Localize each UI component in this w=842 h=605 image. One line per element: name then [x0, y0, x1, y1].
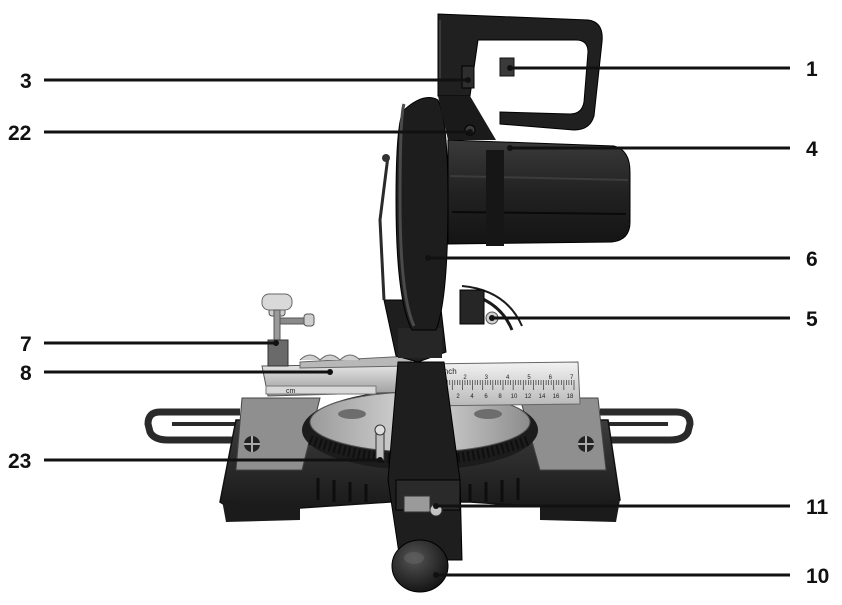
motor-seam: [449, 175, 629, 181]
guard-linkage: [378, 155, 390, 301]
motor-collar: [486, 150, 504, 246]
miter-detent-teeth: [308, 435, 532, 465]
callout-7: 7: [20, 333, 32, 356]
callout-4: 4: [806, 138, 818, 161]
callout-10: 10: [806, 565, 830, 588]
handle: [437, 13, 603, 140]
callout-11: 11: [806, 496, 829, 519]
motor-body: [447, 139, 631, 245]
saw-arm: [383, 285, 523, 363]
motor-seam-2: [451, 211, 627, 215]
left-cm-scale: [265, 385, 377, 395]
handle-neck: [438, 96, 496, 140]
left-foot: [222, 500, 300, 522]
inch-tick-label: 6: [549, 375, 553, 381]
leader-dots: [273, 65, 513, 578]
right-extension-arm: [600, 408, 694, 444]
left-clamp-knob-mark: [244, 436, 260, 452]
miter-lock-bracket: [403, 495, 431, 513]
base-ribs: [316, 478, 520, 502]
cm-tick-label: 14: [539, 394, 546, 400]
guard-linkage-pin: [382, 154, 390, 162]
cm-tick-label: 2: [456, 394, 460, 400]
callout-3: 3: [20, 70, 32, 93]
clamp-post: [267, 339, 289, 367]
callout-8: 8: [20, 362, 32, 385]
cm-tick-label: 18: [567, 394, 574, 400]
cm-tick-label: 16: [553, 394, 560, 400]
inch-tick-label: 4: [506, 375, 510, 381]
motor-housing: [447, 139, 631, 246]
callout-6: 6: [806, 248, 818, 271]
bevel-lock-housing: [459, 289, 485, 325]
cm-tick-label: 4: [470, 394, 474, 400]
hold-down-clamp: [261, 293, 315, 367]
right-clamp-knob-mark: [578, 436, 594, 452]
inch-tick-label: 5: [527, 375, 531, 381]
cm-tick-label: 8: [498, 394, 502, 400]
callout-22: 22: [8, 122, 32, 145]
callout-5: 5: [806, 308, 818, 331]
turntable-slot-left: [338, 409, 366, 419]
scale-inch-label: inch: [442, 367, 457, 376]
miter-handle-knob: [391, 539, 449, 593]
upper-blade-guard: [395, 97, 449, 331]
left-cm-scale-label: cm: [286, 388, 296, 395]
blade-guard: [378, 97, 449, 331]
cm-tick-label: 10: [511, 394, 518, 400]
pivot-housing: [398, 328, 442, 358]
cm-tick-label: 12: [525, 394, 532, 400]
inch-tick-label: 3: [485, 375, 489, 381]
power-cord-2: [461, 285, 523, 327]
callout-23: 23: [8, 450, 32, 473]
cm-tick-label: 6: [484, 394, 488, 400]
inch-tick-label: 7: [570, 375, 574, 381]
knob-highlight: [404, 552, 424, 564]
left-extension-arm: [144, 408, 240, 444]
clamp-arm-knob: [303, 313, 315, 327]
turntable-slot-right: [474, 409, 502, 419]
callout-1: 1: [806, 58, 818, 81]
left-fence-grip: [299, 354, 361, 361]
blade-guard-edge: [398, 103, 416, 327]
clamp-handwheel: [261, 293, 293, 311]
miter-lock-pin-head: [374, 424, 386, 436]
inch-tick-label: 2: [463, 375, 467, 381]
left-table-top: [235, 397, 321, 471]
leader-lines: [44, 66, 790, 577]
